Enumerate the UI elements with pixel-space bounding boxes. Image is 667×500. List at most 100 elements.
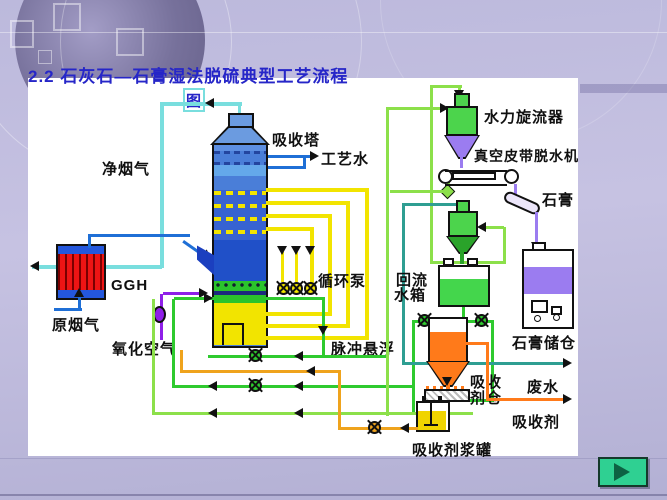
oxidation-tank bbox=[214, 303, 266, 345]
pipe-cyclone2-underflow bbox=[460, 252, 464, 264]
slurry-tank-stirrer bbox=[424, 424, 438, 426]
flow-arrow bbox=[74, 288, 84, 297]
pipe-gypsum bbox=[535, 212, 538, 246]
square-decoration bbox=[116, 28, 144, 56]
slurry-pump-icon bbox=[249, 349, 262, 362]
feeder-dots bbox=[426, 386, 468, 389]
pipe-cyclone-feed bbox=[386, 108, 389, 416]
flow-arrow bbox=[30, 261, 39, 271]
flow-arrow bbox=[310, 151, 319, 161]
gypsum-silo-fill bbox=[524, 267, 572, 294]
pipe-circulation bbox=[281, 252, 284, 282]
vacuum-belt-cake bbox=[452, 172, 496, 180]
gypsum-silo-gate bbox=[531, 300, 548, 313]
square-decoration bbox=[10, 20, 34, 48]
pipe-overflow bbox=[503, 227, 506, 263]
pipe-slurry-feed bbox=[180, 350, 183, 372]
pulse-suspension-label: 脉冲悬浮 bbox=[331, 341, 396, 358]
vacuum-belt-rail bbox=[445, 184, 507, 186]
square-decoration bbox=[38, 50, 52, 64]
flow-arrow bbox=[208, 381, 217, 391]
pipe-oxidation-air bbox=[163, 292, 203, 295]
pipe-wastewater bbox=[402, 204, 405, 365]
pipe-gypsum bbox=[514, 184, 517, 198]
pipe-raw-gas bbox=[78, 295, 81, 311]
pipe-return bbox=[412, 320, 415, 415]
pipe-circulation bbox=[328, 214, 332, 316]
pipe-return bbox=[172, 299, 175, 388]
flow-arrow bbox=[277, 246, 287, 255]
slurry-tank-liquid bbox=[418, 411, 446, 430]
pipe-wastewater bbox=[402, 203, 458, 206]
gypsum-silo-label: 石膏储仓 bbox=[512, 335, 577, 352]
pipe-raw-gas bbox=[54, 308, 82, 311]
pipe-absorbent bbox=[486, 342, 489, 401]
pipe-process-water bbox=[268, 166, 306, 169]
slide-title-tail: 图 bbox=[185, 92, 202, 110]
vacuum-belt-rail bbox=[445, 170, 507, 172]
wastewater-label: 废水 bbox=[527, 379, 560, 396]
absorbent-silo-fill bbox=[430, 332, 466, 361]
pipe-circulation bbox=[266, 188, 368, 192]
flow-arrow bbox=[291, 246, 301, 255]
pipe-process-water bbox=[268, 155, 314, 158]
pipe-cyclone-feed bbox=[386, 107, 446, 110]
circulation-pump-icon bbox=[290, 282, 303, 295]
bottom-rule-decoration bbox=[0, 458, 667, 459]
square-decoration bbox=[53, 3, 81, 31]
return-pump-icon bbox=[249, 379, 262, 392]
next-slide-button[interactable] bbox=[598, 457, 648, 487]
pipe-circulation bbox=[346, 201, 350, 328]
flow-arrow bbox=[563, 394, 572, 404]
absorbent-silo-label: 吸收 bbox=[470, 371, 502, 392]
hydrocyclone-label: 水力旋流器 bbox=[484, 109, 565, 126]
shade-band-decoration bbox=[580, 84, 667, 93]
pipe-circulation bbox=[266, 201, 349, 205]
pipe-gas-to-tower bbox=[88, 234, 190, 237]
return-tank-label: 回流 bbox=[396, 272, 429, 289]
pipe-absorbent bbox=[486, 398, 568, 401]
slide-title-tail-box: 图 bbox=[183, 88, 205, 112]
slurry-tank-stirrer bbox=[430, 403, 432, 426]
pipe-clean-gas bbox=[160, 104, 164, 268]
pipe-filtrate bbox=[390, 190, 448, 193]
circulation-pump-icon bbox=[304, 282, 317, 295]
pipe-circulation bbox=[295, 252, 298, 282]
oxidation-air-label: 氧化空气 bbox=[112, 341, 177, 358]
slurry-tank-stub bbox=[422, 396, 426, 402]
return-tank-liquid bbox=[440, 279, 488, 305]
secondary-cyclone bbox=[448, 211, 478, 237]
flow-arrow bbox=[294, 381, 303, 391]
play-icon bbox=[614, 463, 630, 481]
flow-arrow bbox=[204, 293, 213, 303]
pipe-clean-gas bbox=[238, 104, 241, 116]
horizontal-rule-decoration bbox=[0, 32, 667, 33]
pipe-gas-to-tower bbox=[88, 234, 91, 248]
spray-zone bbox=[214, 190, 266, 240]
absorber-tower bbox=[212, 143, 268, 348]
flow-arrow bbox=[477, 222, 486, 232]
pipe-circulation bbox=[266, 227, 313, 231]
flow-arrow bbox=[440, 103, 449, 113]
gypsum-silo-wheel bbox=[534, 315, 541, 322]
pipe-underflow bbox=[460, 156, 463, 168]
raw-gas-label: 原烟气 bbox=[52, 317, 101, 334]
pipe-return bbox=[174, 297, 214, 300]
flow-arrow bbox=[294, 351, 303, 361]
pipe-circulation bbox=[365, 188, 369, 340]
pipe-circulation bbox=[266, 214, 331, 218]
flow-arrow bbox=[442, 377, 452, 386]
flow-arrow bbox=[199, 288, 208, 298]
absorber-shoulder bbox=[212, 128, 268, 145]
pipe-slurry-feed bbox=[180, 370, 340, 373]
flow-arrow bbox=[400, 423, 409, 433]
pipe-return bbox=[172, 385, 414, 388]
absorbent-silo-label: 剂仓 bbox=[470, 387, 502, 408]
slide-title: 2.2 石灰石—石膏湿法脱硫典型工艺流程 bbox=[28, 67, 349, 86]
hydrocyclone bbox=[446, 106, 478, 136]
pipe-cyclone-top bbox=[430, 86, 433, 264]
slurry-tank-stub bbox=[438, 396, 442, 402]
ggh-label: GGH bbox=[111, 277, 149, 294]
pipe-circulation bbox=[266, 336, 366, 340]
